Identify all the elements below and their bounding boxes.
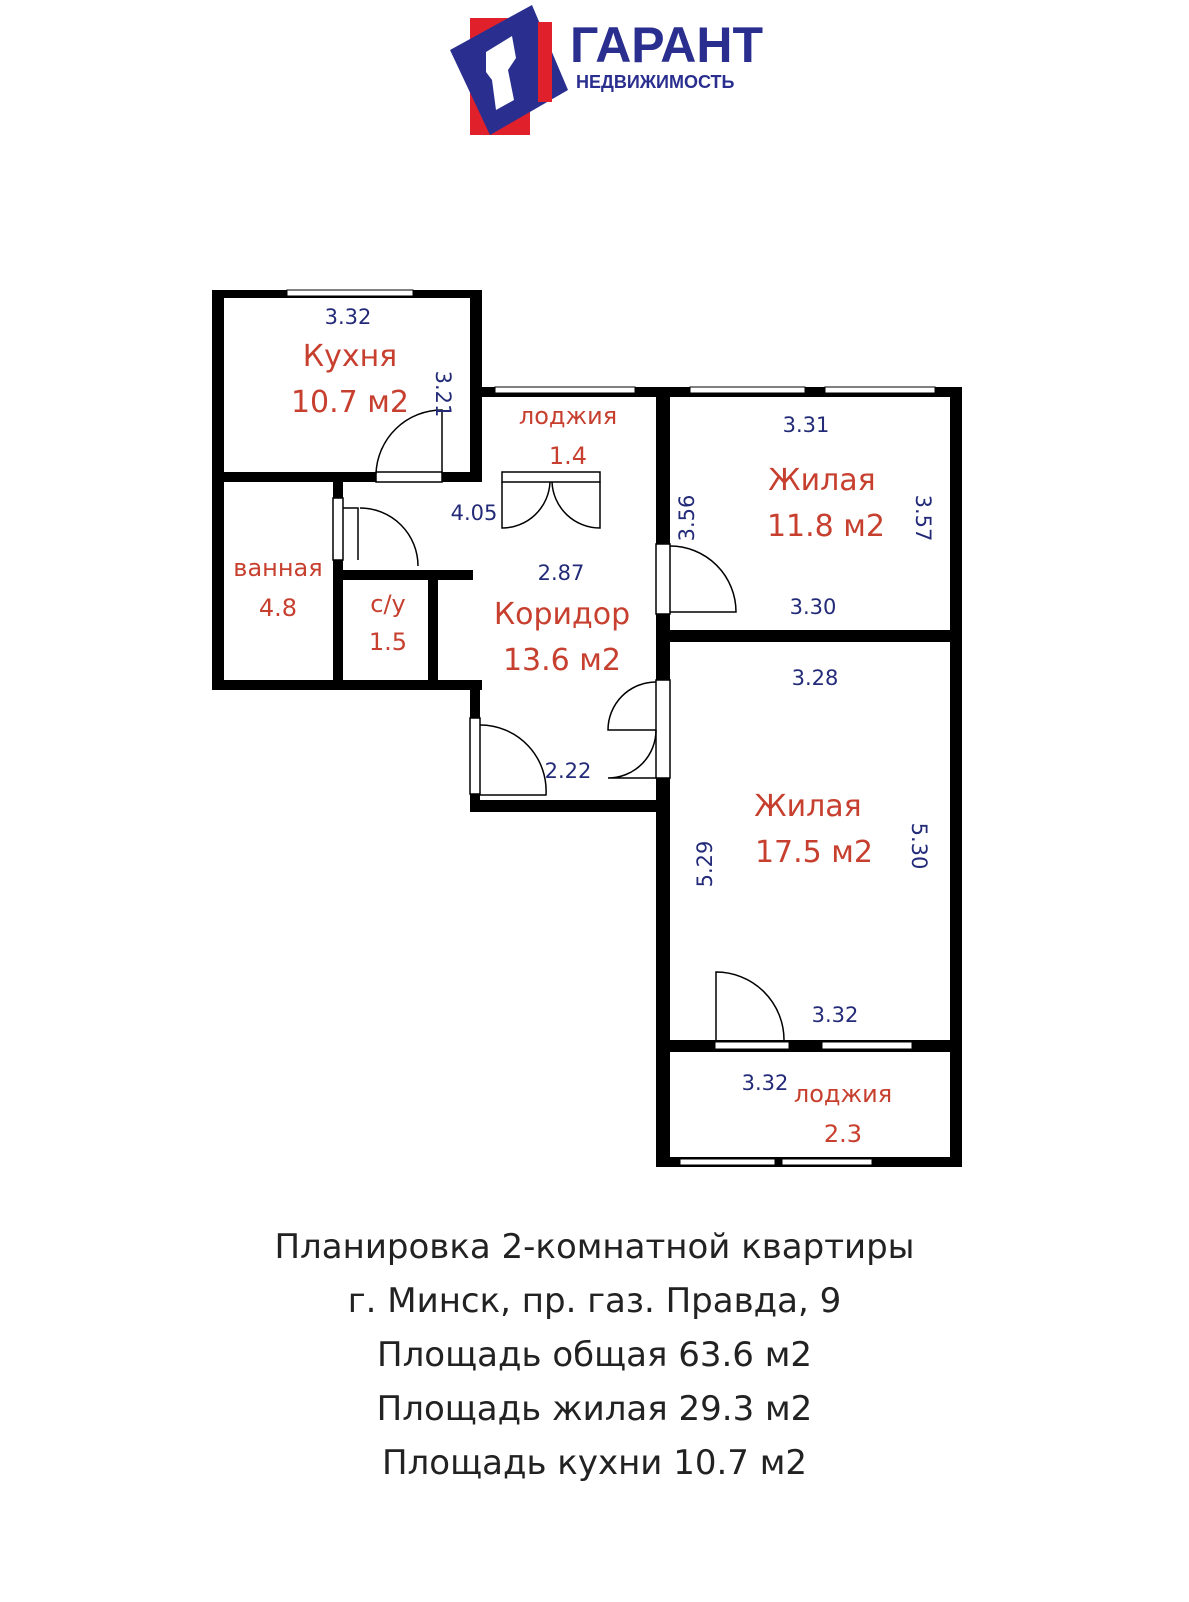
- brand-name: ГАРАНТ: [570, 17, 763, 73]
- dim-corridor-bottom: 2.22: [545, 759, 592, 783]
- small-living-area: 11.8 м2: [767, 509, 885, 544]
- dim-corridor-mid: 2.87: [538, 561, 585, 585]
- caption-address: г. Минск, пр. газ. Правда, 9: [347, 1281, 842, 1321]
- caption-total-area: Площадь общая 63.6 м2: [377, 1335, 812, 1375]
- loggia-top-name: лоджия: [519, 402, 617, 430]
- dim-loggia-bottom: 3.32: [742, 1071, 789, 1095]
- large-living-name: Жилая: [754, 789, 861, 824]
- loggia-top-area: 1.4: [549, 442, 587, 470]
- wc-area: 1.5: [369, 628, 407, 656]
- entrance-door-swing: [479, 724, 547, 796]
- dim-large-top: 3.28: [792, 666, 839, 690]
- loggia-bottom-area: 2.3: [824, 1120, 862, 1148]
- dim-large-left: 5.29: [693, 841, 717, 888]
- brand-logo: ГАРАНТ НЕДВИЖИМОСТЬ: [450, 5, 763, 135]
- dim-small-left: 3.56: [675, 495, 699, 542]
- dim-kitchen-width: 3.32: [325, 305, 372, 329]
- bathroom-name: ванная: [233, 554, 322, 582]
- kitchen-name: Кухня: [303, 339, 397, 374]
- corridor-name: Коридор: [494, 597, 630, 632]
- tower-icon: [486, 36, 516, 110]
- bathroom-area: 4.8: [259, 594, 297, 622]
- dim-kitchen-height: 3.21: [431, 371, 455, 418]
- dim-small-bottom: 3.30: [790, 595, 837, 619]
- large-living-area: 17.5 м2: [755, 835, 873, 870]
- kitchen-area: 10.7 м2: [291, 385, 409, 420]
- key-icon: [538, 22, 552, 102]
- brand-subtitle: НЕДВИЖИМОСТЬ: [576, 72, 735, 92]
- dim-corridor-top: 4.05: [451, 501, 498, 525]
- corridor-area: 13.6 м2: [503, 643, 621, 678]
- loggia-bottom-name: лоджия: [794, 1080, 892, 1108]
- large-room-door-swing: [715, 971, 785, 1041]
- dim-small-top: 3.31: [783, 413, 830, 437]
- caption-title: Планировка 2-комнатной квартиры: [274, 1227, 915, 1267]
- doors: [332, 409, 785, 1041]
- wc-name: с/у: [370, 590, 405, 618]
- dim-small-right: 3.57: [911, 495, 935, 542]
- dim-large-bottom: 3.32: [812, 1003, 859, 1027]
- kitchen-door-swing: [375, 409, 443, 475]
- windows: [286, 289, 936, 1166]
- plan-caption: Планировка 2-комнатной квартиры г. Минск…: [0, 1220, 1189, 1490]
- small-living-name: Жилая: [768, 463, 875, 498]
- caption-living-area: Площадь жилая 29.3 м2: [376, 1389, 813, 1429]
- dim-large-right: 5.30: [907, 823, 931, 870]
- caption-kitchen-area: Площадь кухни 10.7 м2: [381, 1443, 808, 1483]
- small-room-door-swing: [669, 545, 737, 613]
